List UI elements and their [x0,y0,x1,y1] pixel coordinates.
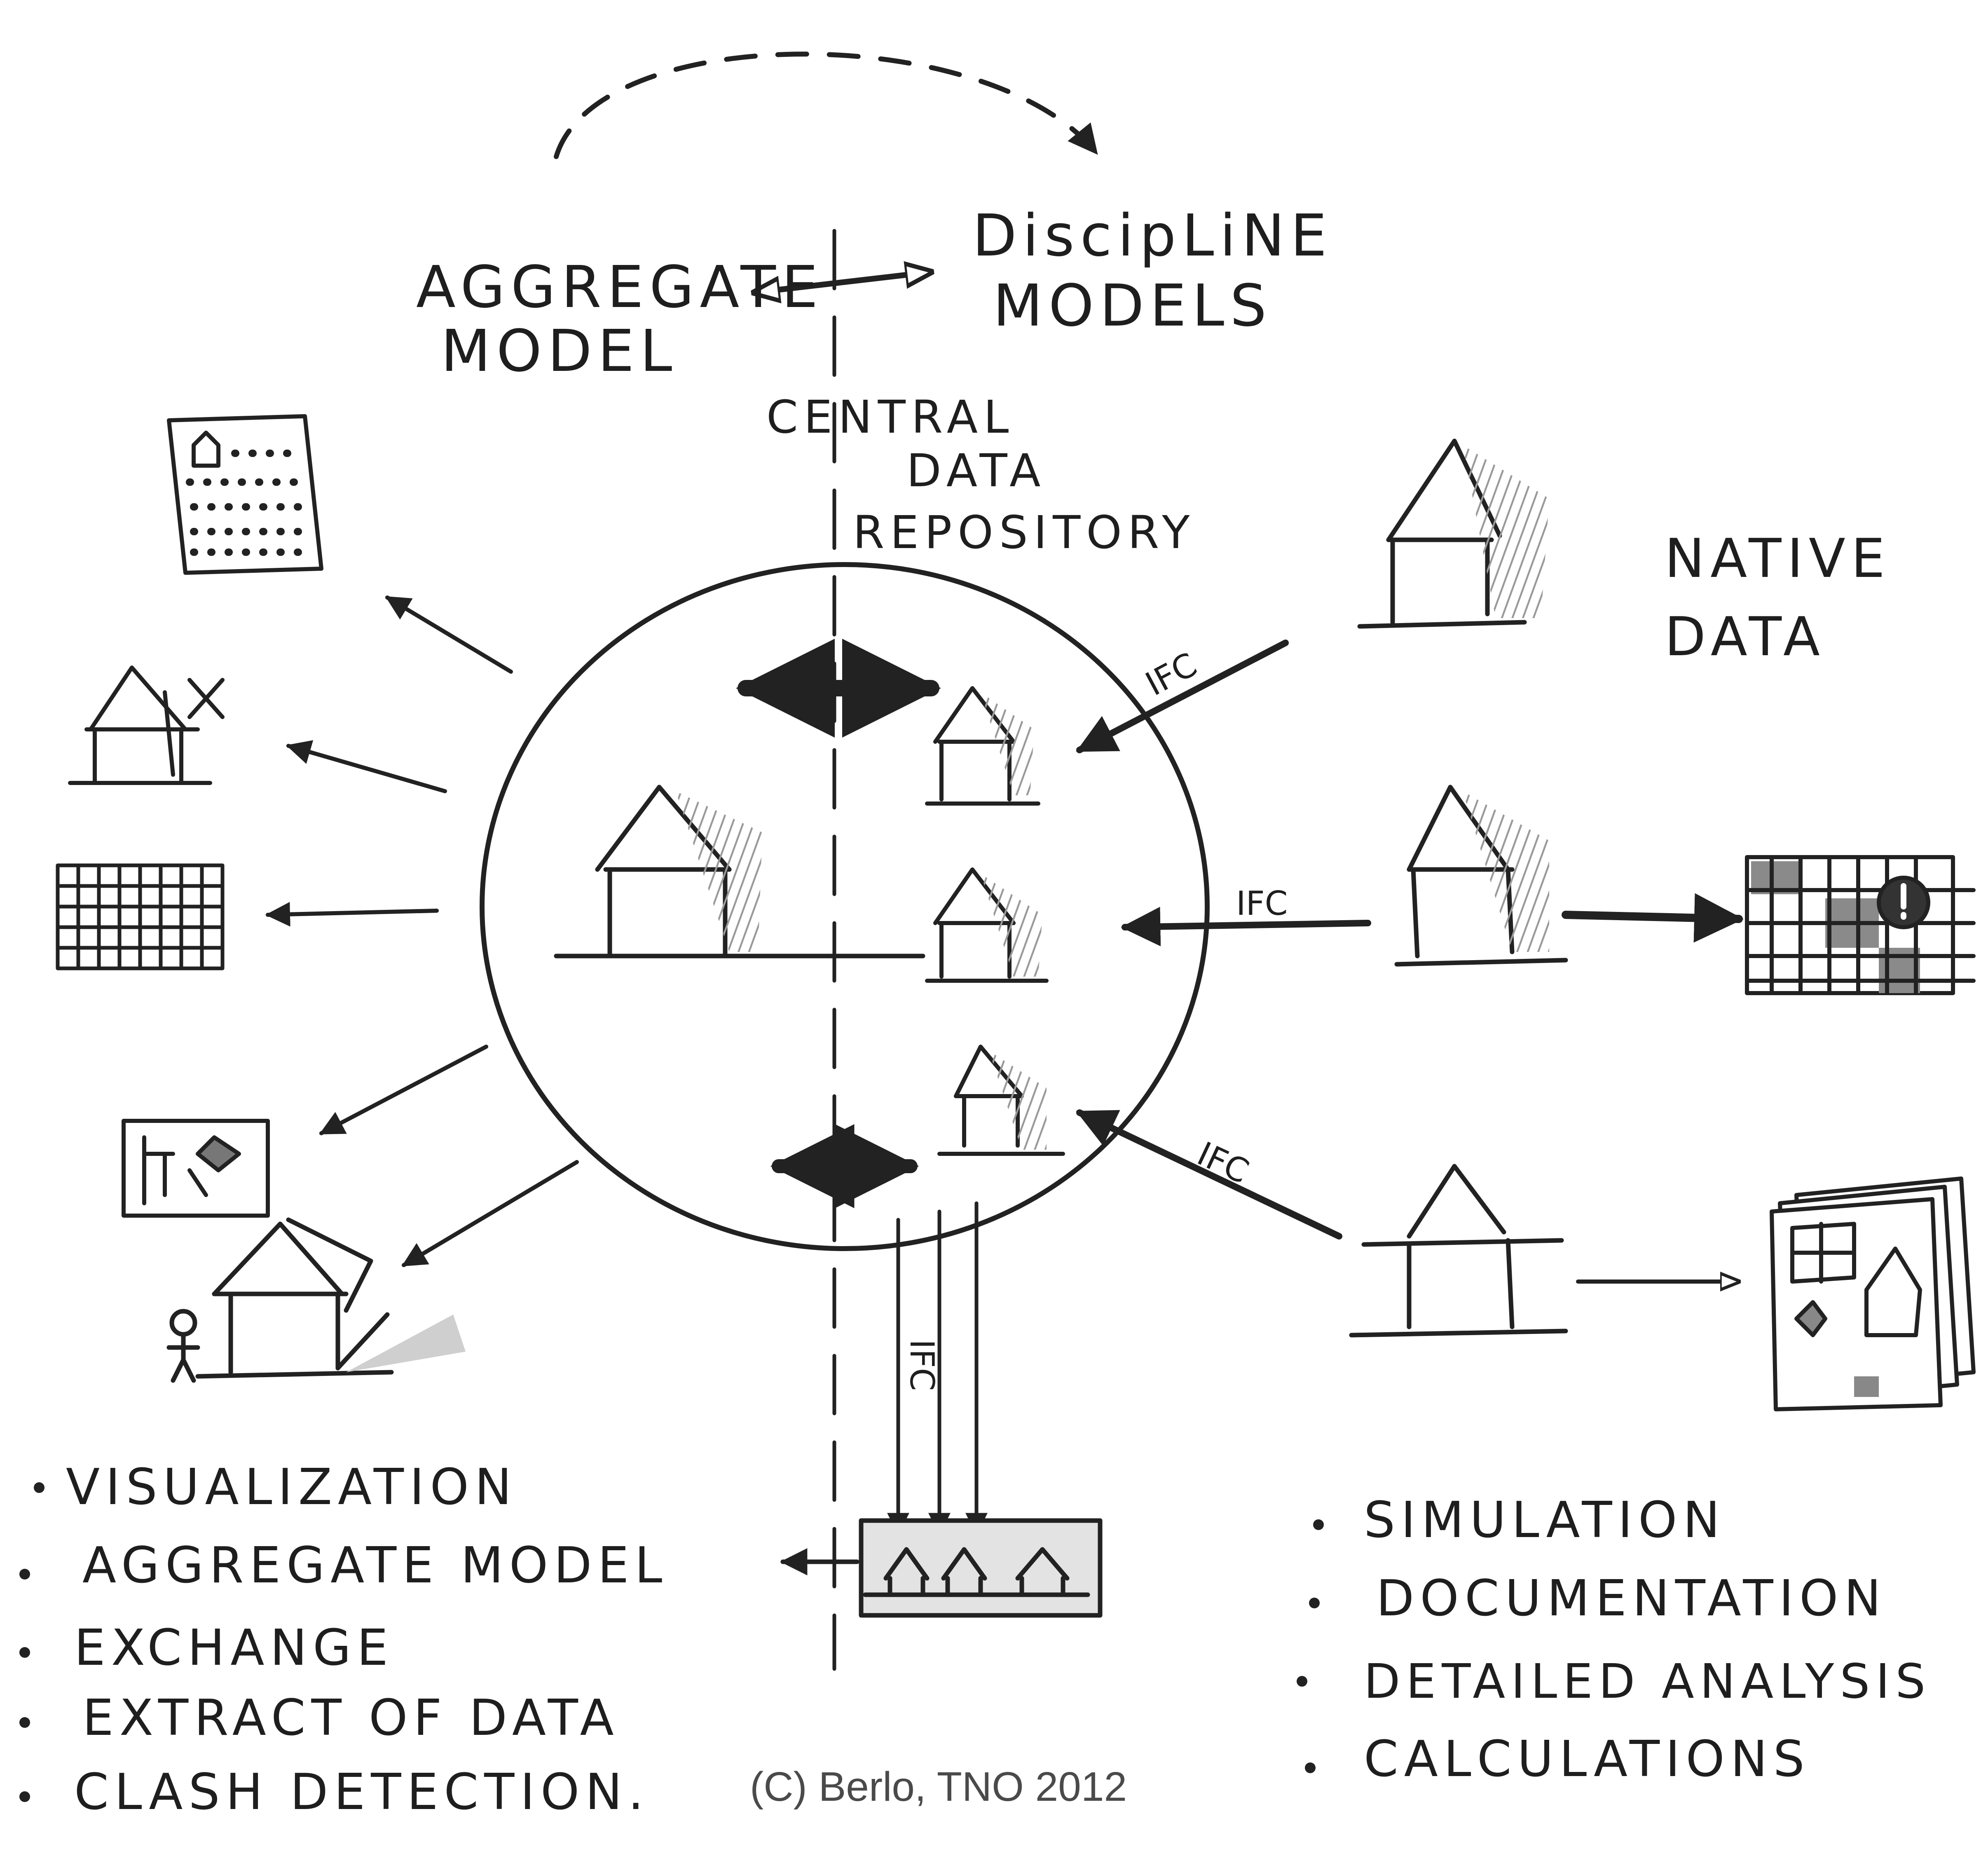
list-item: DOCUMENTATION [1309,1570,1887,1627]
native-house-icon [1349,1164,1568,1338]
svg-text:CALCULATIONS: CALCULATIONS [1364,1731,1810,1788]
svg-text:REPOSITORY: REPOSITORY [853,506,1195,559]
list-item: DETAILED ANALYSIS [1297,1654,1931,1709]
ifc-label: IFC [1236,884,1288,923]
native-house-icon [1394,785,1568,967]
visualization-house-icon [166,1217,466,1383]
ifc-label: IFC [1192,1134,1255,1191]
list-item: VISUALIZATION [34,1459,517,1516]
extract-arrows [887,1201,988,1535]
grid-icon [56,863,225,970]
discipline-models-label: DiscipLiNE MODELS [972,202,1332,340]
aggregate-extract-box [859,1518,1103,1618]
central-repository-circle [480,562,1210,1251]
output-arrows [265,595,579,1267]
svg-text:AGGREGATE MODEL: AGGREGATE MODEL [82,1537,668,1594]
svg-text:DETAILED ANALYSIS: DETAILED ANALYSIS [1364,1654,1931,1709]
svg-text:EXCHANGE: EXCHANGE [74,1619,394,1677]
aggregate-discipline-arrow [754,272,931,293]
svg-text:DOCUMENTATION: DOCUMENTATION [1376,1570,1887,1627]
list-item: EXTRACT OF DATA [19,1690,620,1747]
simulation-arrow [1562,893,1744,943]
list-item: CLASH DETECTION. [19,1764,649,1821]
aggregate-model-label: AGGREGATE MODEL [416,254,824,385]
clash-house-icon [68,666,225,785]
svg-text:EXTRACT OF DATA: EXTRACT OF DATA [82,1690,620,1747]
dashed-curve-arrow [554,52,1098,159]
house-icon [554,785,925,958]
svg-text:CENTRAL: CENTRAL [766,391,1014,443]
documentation-stack-icon [1770,1176,1976,1411]
svg-text:MODEL: MODEL [441,318,678,385]
right-bullet-list: SIMULATION DOCUMENTATION DETAILED ANALYS… [1297,1492,1931,1788]
svg-text:DATA: DATA [906,444,1046,497]
simulation-grid-icon [1745,855,1976,995]
svg-text:NATIVE: NATIVE [1665,527,1891,590]
ifc-label: IFC [903,1339,941,1391]
native-data-label: NATIVE DATA [1665,527,1891,668]
svg-text:MODELS: MODELS [993,272,1272,340]
ifc-label: IFC [1139,645,1203,703]
svg-text:DiscipLiNE: DiscipLiNE [972,202,1332,269]
left-bullet-list: VISUALIZATION AGGREGATE MODEL EXCHANGE E… [19,1459,668,1821]
document-icon [167,414,323,575]
drawing-sheet-icon [122,1119,270,1218]
list-item: SIMULATION [1313,1492,1726,1549]
list-item: CALCULATIONS [1305,1731,1810,1788]
repository-label: CENTRAL DATA REPOSITORY [766,391,1195,559]
svg-text:DATA: DATA [1665,605,1826,668]
copyright-credit: (C) Berlo, TNO 2012 [750,1764,1127,1810]
svg-text:VISUALIZATION: VISUALIZATION [66,1459,517,1516]
svg-text:CLASH DETECTION.: CLASH DETECTION. [74,1764,649,1821]
house-icon [925,686,1040,806]
house-icon [925,867,1049,983]
ifc-arrows [1076,640,1371,1240]
native-house-icon [1357,438,1549,629]
house-icon [937,1045,1065,1156]
list-item: AGGREGATE MODEL [19,1537,668,1594]
svg-text:AGGREGATE: AGGREGATE [416,254,824,321]
svg-text:SIMULATION: SIMULATION [1364,1492,1726,1549]
list-item: EXCHANGE [19,1619,394,1677]
